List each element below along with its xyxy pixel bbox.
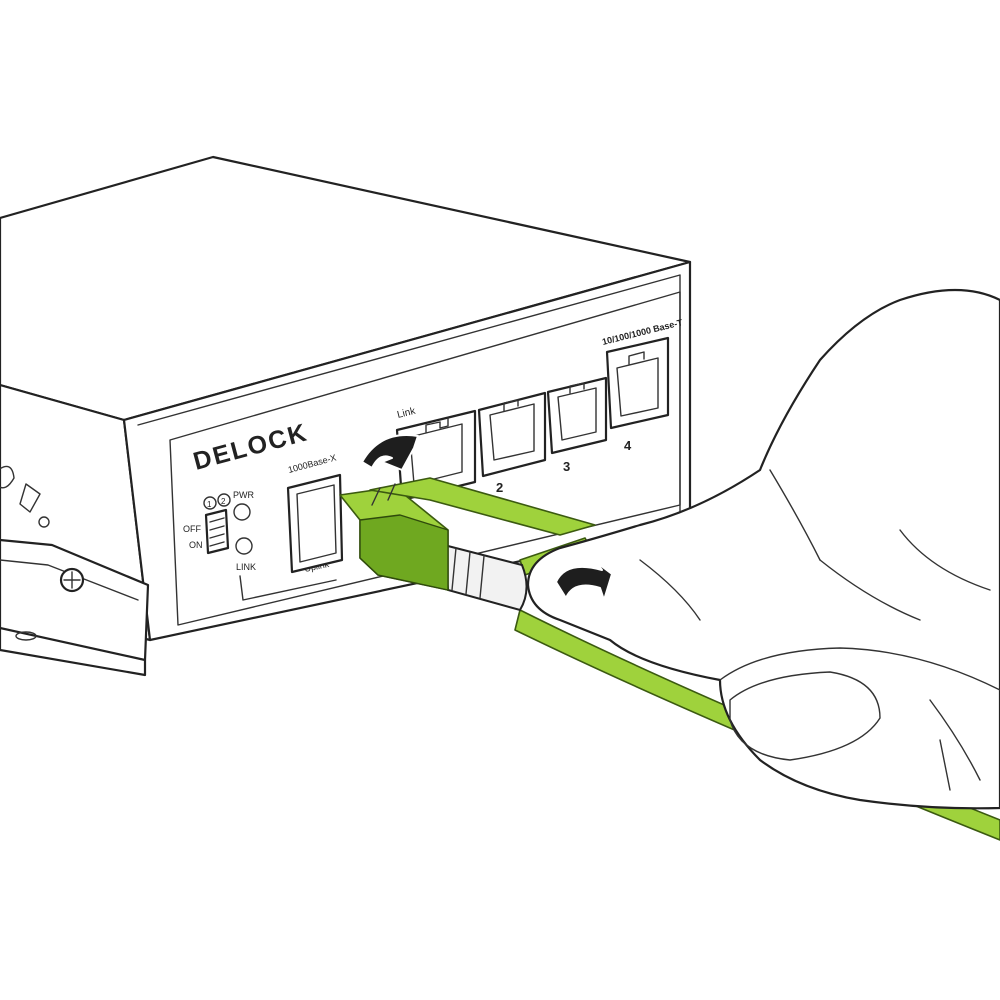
pwr-led-label: PWR bbox=[233, 490, 254, 500]
link-led bbox=[235, 537, 253, 555]
vent-hole bbox=[38, 516, 50, 528]
switch-on-label: ON bbox=[189, 540, 203, 550]
hand bbox=[526, 288, 1000, 810]
switch-off-label: OFF bbox=[183, 524, 201, 534]
indicator-bracket bbox=[239, 575, 337, 601]
vent-slot bbox=[0, 465, 15, 489]
connector-latch[interactable] bbox=[369, 477, 596, 536]
curved-arrow-icon bbox=[555, 561, 613, 601]
thumb-outline bbox=[719, 647, 1000, 691]
dip-position-2-icon bbox=[217, 493, 231, 507]
ethernet-port[interactable] bbox=[477, 391, 547, 478]
connector-boot bbox=[442, 543, 528, 612]
dip-position-1-icon bbox=[203, 496, 217, 510]
ethernet-port-group: 2 3 4 bbox=[395, 336, 670, 502]
mounting-hole bbox=[15, 631, 37, 641]
port-number-4: 4 bbox=[624, 438, 632, 453]
ethernet-port[interactable] bbox=[546, 376, 608, 455]
ethernet-port[interactable] bbox=[605, 336, 670, 430]
port-number-3: 3 bbox=[563, 459, 570, 474]
port-number-2: 2 bbox=[496, 480, 503, 495]
dip-position-2-label: 2 bbox=[221, 497, 226, 506]
dip-position-1-label: 1 bbox=[207, 500, 212, 509]
hand-outline bbox=[526, 288, 1000, 810]
link-label: Link bbox=[396, 406, 417, 421]
curved-arrow-icon bbox=[361, 434, 419, 471]
vent-slot bbox=[19, 483, 41, 513]
link-led-label: LINK bbox=[236, 562, 256, 572]
ethernet-port[interactable] bbox=[395, 409, 477, 502]
sfp-port[interactable] bbox=[286, 473, 344, 574]
thumbnail bbox=[729, 671, 881, 761]
dip-switch[interactable] bbox=[204, 508, 230, 555]
pwr-led bbox=[233, 503, 251, 521]
mounting-bracket bbox=[0, 465, 150, 677]
